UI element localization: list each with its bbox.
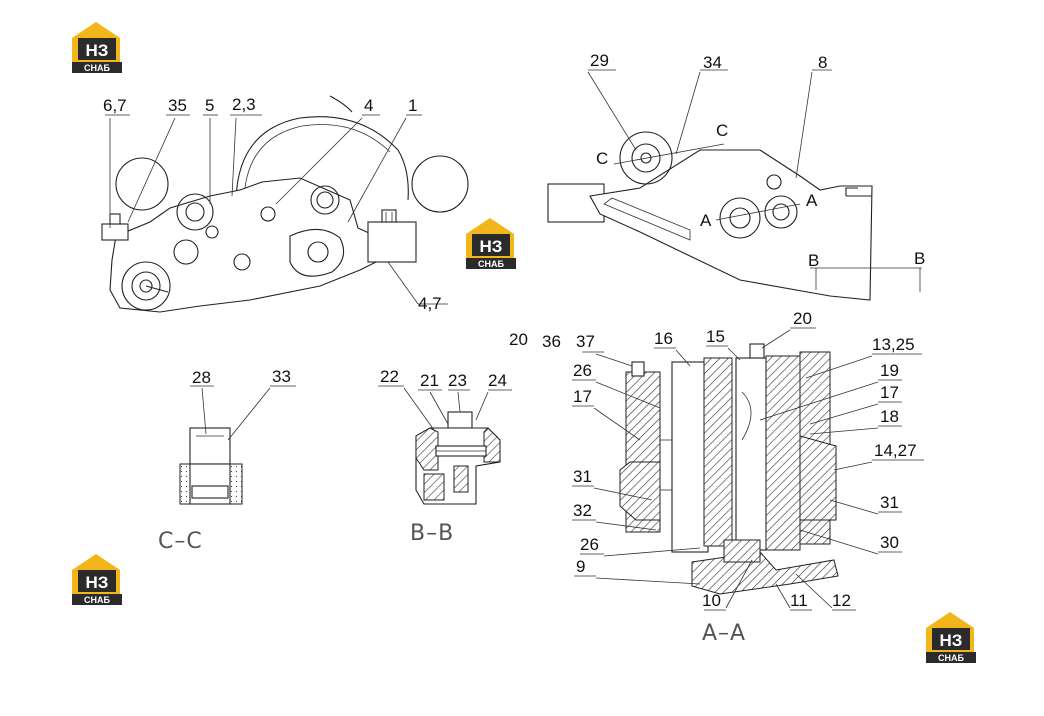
section-title-b-b: B–B	[410, 521, 454, 546]
callout-14-27: 14,27	[874, 441, 917, 460]
section-b-b-leaders	[378, 385, 512, 431]
section-a-a-leaders	[572, 327, 924, 611]
section-b-b-view	[415, 411, 501, 505]
section-title-a-a: A–A	[702, 621, 746, 646]
callout-19: 19	[880, 361, 899, 380]
callout-11: 11	[790, 591, 808, 610]
section-c-c-view	[179, 427, 243, 505]
logo-sub-text: СНАБ	[938, 653, 964, 663]
callout-12: 12	[832, 591, 851, 610]
marker-a-right: A	[806, 191, 818, 210]
callout-6-7: 6,7	[103, 96, 127, 115]
callout-33: 33	[272, 367, 291, 386]
section-titles: C–C B–B A–A	[158, 521, 746, 646]
callout-5: 5	[205, 96, 214, 115]
callout-30: 30	[880, 533, 899, 552]
logo-mark-text: НЗ	[940, 631, 963, 650]
callout-20: 20	[509, 330, 528, 349]
callout-31-right: 31	[880, 493, 899, 512]
callout-8: 8	[818, 53, 827, 72]
marker-b-left: B	[808, 251, 819, 270]
callout-35: 35	[168, 96, 187, 115]
section-title-c-c: C–C	[158, 529, 203, 554]
callout-21: 21	[420, 371, 439, 390]
callout-26-lower: 26	[580, 535, 599, 554]
callout-9: 9	[576, 557, 585, 576]
callout-31-left: 31	[573, 467, 592, 486]
callout-22: 22	[380, 367, 399, 386]
brand-logo: НЗ СНАБ	[926, 612, 976, 663]
callout-24: 24	[488, 371, 507, 390]
callout-4: 4	[364, 96, 373, 115]
front-view	[101, 95, 469, 313]
side-view-leaders	[587, 69, 832, 179]
logo-mark-text: НЗ	[480, 237, 503, 256]
callout-2-3: 2,3	[232, 95, 256, 114]
logo-mark-text: НЗ	[86, 41, 109, 60]
side-view	[547, 131, 922, 301]
callout-28: 28	[192, 368, 211, 387]
callout-13-25: 13,25	[872, 335, 915, 354]
callout-16: 16	[654, 329, 673, 348]
callout-23: 23	[448, 371, 467, 390]
marker-a-left: A	[700, 211, 712, 230]
callout-17-right: 17	[880, 383, 899, 402]
logo-mark-text: НЗ	[86, 573, 109, 592]
callout-15: 15	[706, 327, 725, 346]
marker-b-right: B	[914, 249, 925, 268]
front-view-leaders	[105, 114, 448, 305]
brand-logo: НЗ СНАБ	[466, 218, 516, 269]
section-a-a-view	[619, 343, 839, 595]
callout-37: 37	[576, 332, 595, 351]
logo-sub-text: СНАБ	[84, 63, 110, 73]
callout-26: 26	[573, 361, 592, 380]
callout-labels: 6,7 35 5 2,3 4 1 4,7 29 34 8 28 33 22 21…	[103, 51, 917, 610]
marker-c-right: C	[716, 121, 728, 140]
brand-logo: НЗ СНАБ	[72, 554, 122, 605]
logo-sub-text: СНАБ	[84, 595, 110, 605]
section-markers: C C A A B B	[596, 121, 925, 270]
callout-1: 1	[408, 96, 417, 115]
marker-c-left: C	[596, 149, 608, 168]
section-c-c-leaders	[190, 385, 296, 441]
callout-29: 29	[590, 51, 609, 70]
callout-36: 36	[542, 332, 561, 351]
callout-10: 10	[702, 591, 721, 610]
callout-4-7: 4,7	[418, 294, 442, 313]
brand-logo: НЗ СНАБ	[72, 22, 122, 73]
callout-18: 18	[880, 407, 899, 426]
callout-20-right: 20	[793, 309, 812, 328]
callout-34: 34	[703, 53, 722, 72]
logo-sub-text: СНАБ	[478, 259, 504, 269]
callout-32: 32	[573, 501, 592, 520]
callout-17-left: 17	[573, 387, 592, 406]
